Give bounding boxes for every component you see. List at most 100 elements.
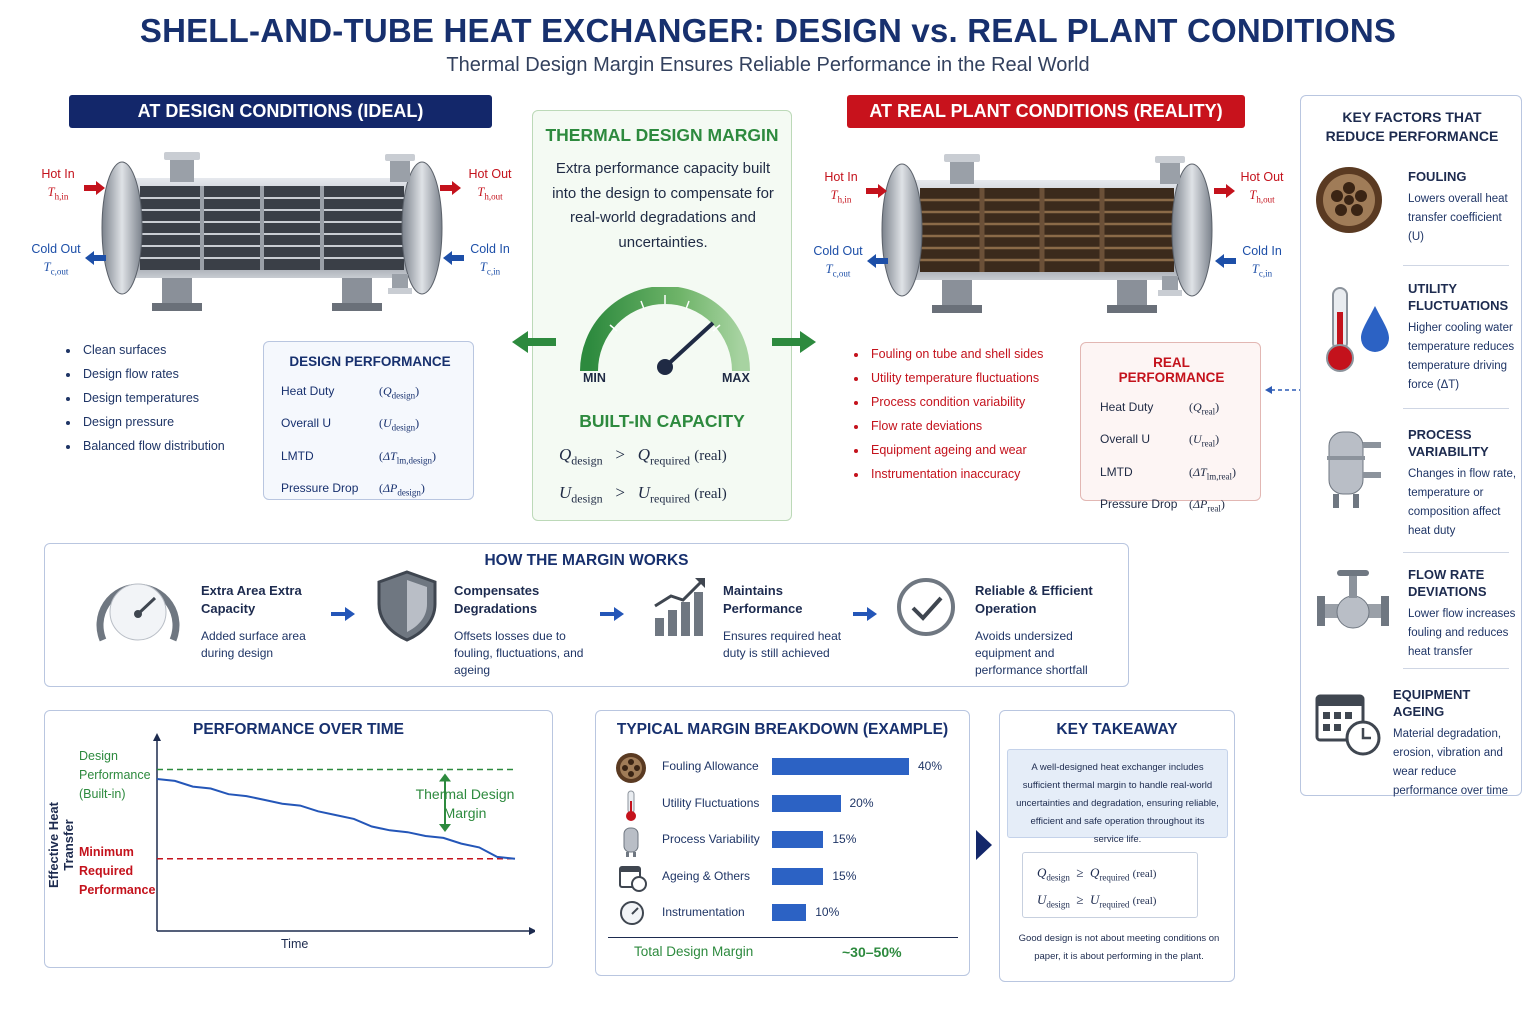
margin-breakdown-panel: TYPICAL MARGIN BREAKDOWN (EXAMPLE) Fouli… (595, 710, 970, 976)
arrow-right-icon (84, 181, 105, 195)
arrow-left-icon (85, 251, 106, 265)
bar-category-label: Instrumentation (662, 905, 745, 919)
fouled-tube-sheet-icon (616, 753, 646, 783)
x-axis-label: Time (281, 937, 309, 951)
takeaway-equations: Qdesign ≥ Qrequired (real) Udesign ≥ Ure… (1022, 852, 1198, 918)
breakdown-title: TYPICAL MARGIN BREAKDOWN (EXAMPLE) (616, 721, 949, 738)
arrow-left-icon (443, 251, 464, 265)
perf-row: Pressure Drop(ΔPdesign) (281, 481, 425, 498)
cold-in-label: Cold In (1242, 244, 1282, 258)
key-factors-panel: KEY FACTORS THAT REDUCE PERFORMANCE FOUL… (1300, 95, 1522, 797)
growth-chart-icon (654, 578, 705, 636)
real-performance-card: REAL PERFORMANCE Heat Duty(Qreal) Overal… (1080, 342, 1261, 514)
arrow-right-icon (331, 607, 355, 621)
arrow-right-icon (440, 181, 461, 195)
capacity-equation-u: Udesign > Urequired (real) (559, 483, 727, 506)
how-step-compensates: Compensates Degradations Offsets losses … (454, 583, 584, 677)
hot-in-label: Hot In (41, 167, 75, 181)
key-factors-title: KEY FACTORS THAT REDUCE PERFORMANCE (1325, 109, 1499, 144)
arrow-right-icon (866, 184, 887, 198)
takeaway-equation-q: Qdesign ≥ Qrequired (real) (1037, 865, 1157, 883)
bar-row: Process Variability 15% (662, 830, 962, 850)
factor-equipment-ageing: EQUIPMENT AGEING Material degradation, e… (1393, 687, 1509, 797)
cold-out-label: Cold Out (31, 242, 81, 256)
hot-in-symbol: Th,in (47, 185, 69, 202)
calendar-clock-icon (619, 866, 647, 892)
valve-icon (1317, 570, 1389, 629)
perf-row: Heat Duty(Qdesign) (281, 384, 420, 401)
takeaway-title: KEY TAKEAWAY (1056, 721, 1178, 738)
design-performance-label: Design Performance (Built-in) (79, 749, 151, 801)
fouled-tube-sheet-icon (1316, 167, 1382, 233)
key-takeaway-panel: KEY TAKEAWAY A well-designed heat exchan… (999, 710, 1235, 982)
total-margin-value: ~30–50% (842, 944, 902, 960)
gauge-min-label: MIN (583, 371, 606, 385)
arrow-right-icon (772, 331, 816, 353)
gauge-icon (96, 583, 180, 642)
performance-line-chart (153, 733, 535, 935)
cold-in-label: Cold In (470, 242, 510, 256)
bar-category-label: Utility Fluctuations (662, 795, 760, 810)
takeaway-equation-u: Udesign ≥ Urequired (real) (1037, 892, 1157, 910)
arrow-left-icon (512, 331, 556, 353)
margin-arrowhead-down (439, 824, 451, 832)
list-item: Flow rate deviations (854, 414, 1064, 438)
cold-in-symbol: Tc,in (1251, 262, 1273, 279)
bar-category-label: Process Variability (662, 832, 760, 846)
y-axis-label: Effective Heat Transfer (46, 802, 76, 888)
margin-title: THERMAL DESIGN MARGIN (545, 125, 779, 145)
real-conditions-list: Fouling on tube and shell sides Utility … (854, 342, 1064, 486)
hot-out-label: Hot Out (1240, 170, 1284, 184)
list-item: Balanced flow distribution (66, 434, 266, 458)
hot-in-symbol: Th,in (830, 188, 852, 205)
factor-flow-rate-deviations: FLOW RATE DEVIATIONS Lower flow increase… (1408, 567, 1516, 658)
shield-icon (377, 570, 437, 642)
fouled-heat-exchanger-illustration (881, 154, 1213, 313)
performance-series-line (156, 778, 516, 860)
thermal-margin-label: Thermal Design Margin (415, 786, 515, 821)
x-axis-arrowhead (529, 927, 535, 935)
hot-in-label: Hot In (824, 170, 858, 184)
page-title: SHELL-AND-TUBE HEAT EXCHANGER: DESIGN vs… (139, 12, 1397, 49)
perf-time-title: PERFORMANCE OVER TIME (193, 721, 404, 738)
hot-out-symbol: Th,out (477, 185, 503, 202)
takeaway-text: A well-designed heat exchanger includes … (1007, 749, 1228, 845)
total-margin-label: Total Design Margin (634, 944, 754, 959)
list-item: Design temperatures (66, 386, 266, 410)
design-conditions-list: Clean surfaces Design flow rates Design … (66, 338, 266, 458)
gauge-max-label: MAX (722, 371, 750, 385)
thermometer-icon (626, 790, 636, 821)
margin-description: Extra performance capacity built into th… (552, 160, 774, 251)
capacity-title: BUILT-IN CAPACITY (579, 411, 745, 431)
cold-in-symbol: Tc,in (479, 260, 501, 277)
arrow-right-icon (853, 607, 877, 621)
cold-out-label: Cold Out (813, 244, 863, 258)
check-circle-icon (897, 578, 955, 636)
bar (772, 758, 909, 775)
factor-fouling: FOULING Lowers overall heat transfer coe… (1408, 169, 1508, 243)
process-vessel-icon (623, 827, 639, 857)
thermometer-icon (1326, 287, 1389, 372)
how-step-reliable: Reliable & Efficient Operation Avoids un… (975, 583, 1093, 677)
perf-row: Overall U(Ureal) (1100, 432, 1220, 449)
margin-arrowhead-up (439, 773, 451, 782)
list-item: Process condition variability (854, 390, 1064, 414)
list-item: Clean surfaces (66, 338, 266, 362)
page-subtitle: Thermal Design Margin Ensures Reliable P… (446, 54, 1090, 76)
triangle-arrow-icon (976, 830, 992, 860)
list-item: Design flow rates (66, 362, 266, 386)
dashed-arrow-icon (1265, 386, 1301, 394)
bar-value-label: 15% (832, 832, 857, 846)
list-item: Utility temperature fluctuations (854, 366, 1064, 390)
perf-row: Heat Duty(Qreal) (1100, 400, 1220, 417)
how-step-maintains: Maintains Performance Ensures required h… (723, 583, 842, 660)
calendar-clock-icon (1315, 694, 1381, 756)
cold-out-symbol: Tc,out (825, 262, 851, 279)
perf-row: Pressure Drop(ΔPreal) (1100, 497, 1225, 514)
arrow-left-icon (867, 254, 888, 268)
bar (772, 867, 824, 885)
